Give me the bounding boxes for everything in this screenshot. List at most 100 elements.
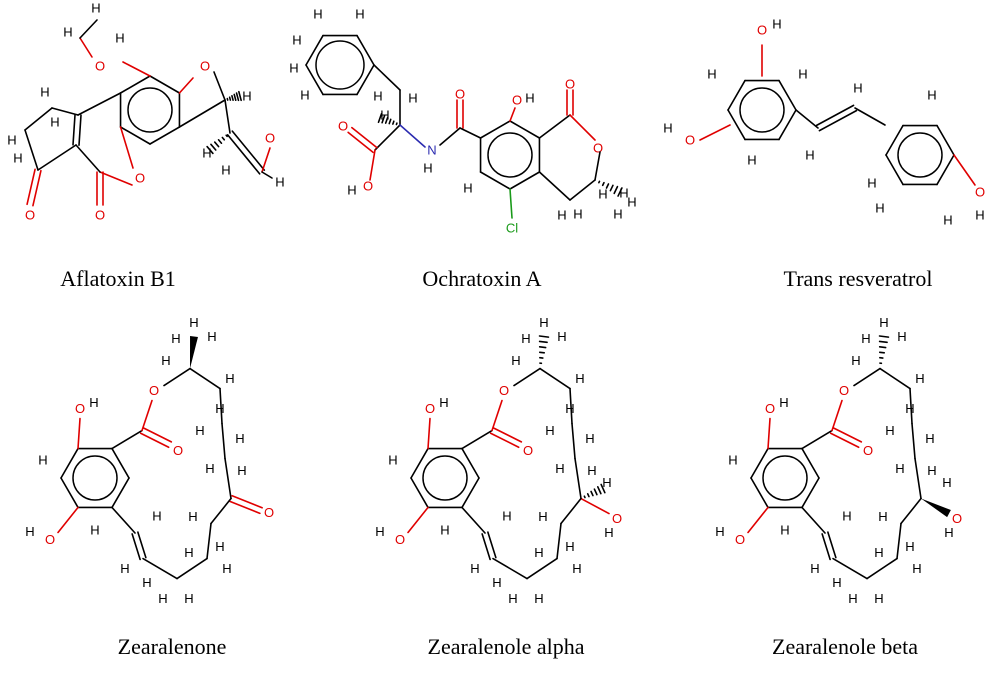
hydrogen-label: H (927, 88, 936, 103)
oxygen-label: O (565, 77, 575, 92)
bond (261, 171, 273, 179)
hydrogen-label: H (943, 213, 952, 228)
bond (699, 124, 731, 141)
oxygen-label: O (135, 171, 145, 186)
bond (141, 399, 153, 432)
bond (936, 154, 955, 186)
hydrogen-label: H (975, 208, 984, 223)
stereo-hash-bond (238, 90, 242, 102)
bond (539, 367, 571, 390)
hydrogen-label: H (545, 423, 554, 438)
oxygen-label: O (523, 443, 533, 458)
stereo-hash-bond (381, 114, 386, 124)
bond (119, 75, 151, 94)
bond (60, 447, 79, 479)
bond (369, 149, 376, 181)
bond (356, 64, 375, 96)
oxygen-label: O (757, 23, 767, 38)
hydrogen-label: H (585, 431, 594, 446)
aromatic-ring-circle (762, 455, 808, 501)
oxygen-label: O (395, 532, 405, 547)
caption-zearalenole-alpha: Zearalenole alpha (427, 634, 585, 659)
bond (538, 114, 571, 139)
hydrogen-label: H (373, 89, 382, 104)
hydrogen-label: H (897, 329, 906, 344)
bond (111, 506, 136, 534)
hydrogen-label: H (572, 561, 581, 576)
hydrogen-label: H (171, 331, 180, 346)
bond (574, 457, 582, 500)
hydrogen-label: H (853, 81, 862, 96)
bond (580, 497, 610, 515)
hydrogen-label: H (861, 331, 870, 346)
hydrogen-label: H (235, 431, 244, 446)
hydrogen-label: H (222, 561, 231, 576)
oxygen-label: O (45, 532, 55, 547)
stereo-hash-bond (605, 183, 610, 189)
hydrogen-label: H (942, 475, 951, 490)
oxygen-label: O (173, 443, 183, 458)
hydrogen-label: H (215, 401, 224, 416)
bond (189, 367, 221, 390)
nitrogen-label: N (427, 143, 436, 158)
hydrogen-label: H (120, 561, 129, 576)
hydrogen-label: H (463, 181, 472, 196)
stereo-hash-bond (609, 184, 614, 192)
oxygen-label: O (685, 133, 695, 148)
hydrogen-label: H (205, 461, 214, 476)
bond (78, 114, 82, 146)
hydrogen-label: H (842, 509, 851, 524)
stereo-hash-bond (601, 181, 605, 187)
hydrogen-label: H (50, 115, 59, 130)
hydrogen-label: H (565, 401, 574, 416)
stereo-hash-bond (221, 136, 226, 141)
hydrogen-label: H (885, 423, 894, 438)
bond (827, 531, 837, 559)
bond (821, 533, 831, 561)
bond (479, 120, 511, 139)
hydrogen-label: H (602, 475, 611, 490)
hydrogen-label: H (289, 61, 298, 76)
bond (909, 387, 913, 425)
bond (347, 131, 374, 154)
stereo-hash-bond (538, 351, 546, 354)
hydrogen-label: H (242, 89, 251, 104)
stereo-hash-bond (388, 118, 392, 125)
bond (896, 522, 902, 560)
hydrogen-label: H (912, 561, 921, 576)
stereo-hash-bond (617, 187, 623, 197)
bond (427, 417, 431, 450)
oxygen-label: O (952, 511, 962, 526)
bond (509, 120, 541, 139)
bond (818, 109, 858, 132)
hydrogen-label: H (521, 331, 530, 346)
bond (513, 367, 541, 387)
stereo-hash-bond (598, 180, 601, 184)
bond (75, 144, 101, 173)
hydrogen-label: H (142, 575, 151, 590)
hydrogen-label: H (188, 509, 197, 524)
bond (178, 99, 226, 128)
hydrogen-label: H (663, 121, 672, 136)
caption-aflatoxin-b1: Aflatoxin B1 (60, 266, 176, 291)
hydrogen-label: H (275, 175, 284, 190)
bond (526, 557, 558, 580)
hydrogen-label: H (915, 371, 924, 386)
hydrogen-label: H (388, 453, 397, 468)
hydrogen-label: H (810, 561, 819, 576)
stereo-hash-bond (590, 490, 594, 497)
stereo-hash-bond (231, 95, 234, 101)
bond (26, 168, 36, 206)
hydrogen-label: H (539, 315, 548, 330)
bond (879, 367, 911, 390)
hydrogen-label: H (89, 395, 98, 410)
bond (854, 107, 886, 126)
bond (801, 447, 820, 479)
bond (213, 71, 226, 101)
bond (801, 477, 820, 509)
hydrogen-label: H (502, 509, 511, 524)
hydrogen-label: H (848, 591, 857, 606)
bond (24, 129, 39, 171)
bond (461, 429, 493, 450)
hydrogen-label: H (573, 207, 582, 222)
